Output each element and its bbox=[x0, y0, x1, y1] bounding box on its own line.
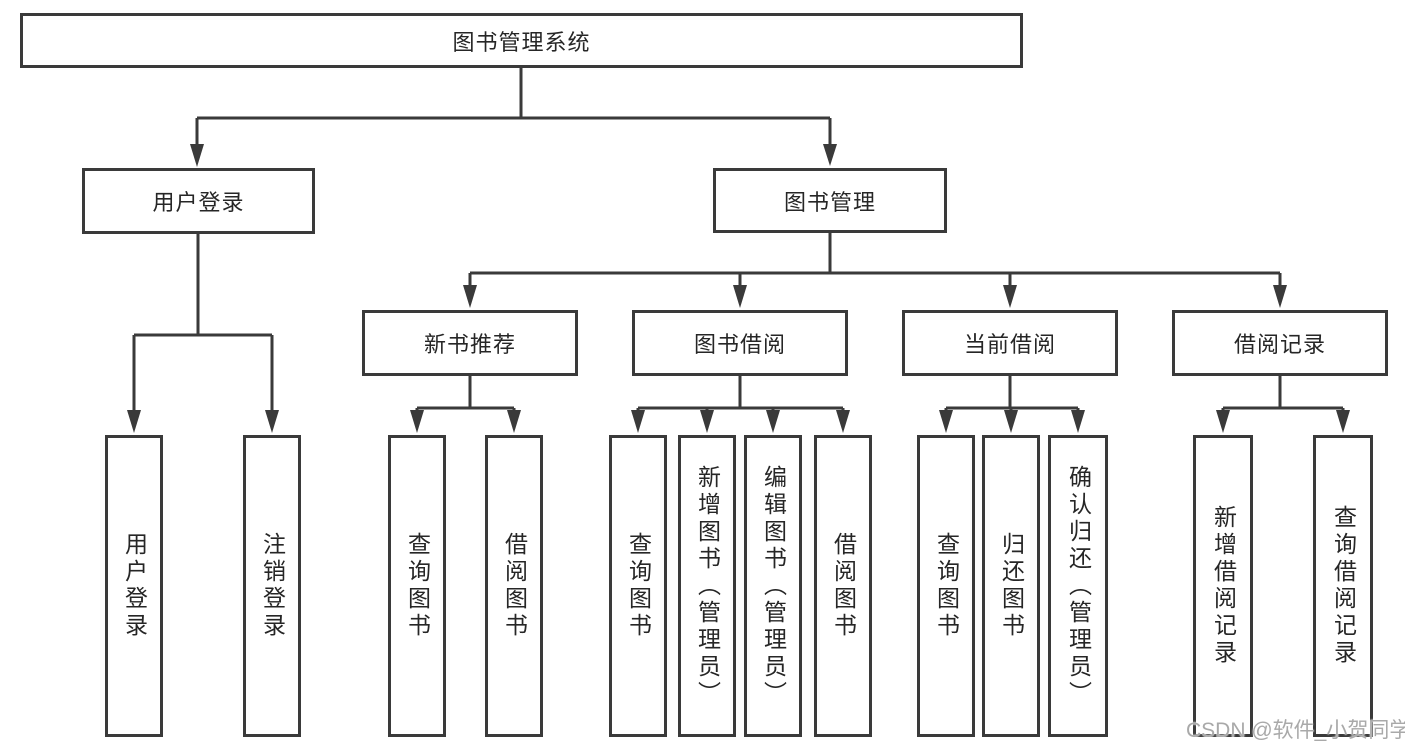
node-query-books-borrow: 查询图书 bbox=[609, 435, 667, 737]
arrowhead bbox=[1004, 410, 1018, 433]
arrowhead bbox=[700, 410, 714, 433]
arrowhead bbox=[823, 144, 837, 166]
arrowhead bbox=[939, 410, 953, 433]
node-borrow-books-recommend: 借阅图书 bbox=[485, 435, 543, 737]
arrowhead bbox=[733, 285, 747, 308]
node-query-borrow-record: 查询借阅记录 bbox=[1313, 435, 1373, 737]
csdn-watermark: CSDN @软件_小贺同学 bbox=[1186, 719, 1405, 742]
node-edit-books-admin: 编辑图书（管理员） bbox=[744, 435, 802, 737]
arrowhead bbox=[463, 285, 477, 308]
node-current-borrowing: 当前借阅 bbox=[902, 310, 1118, 376]
arrowhead bbox=[507, 410, 521, 433]
arrowhead bbox=[836, 410, 850, 433]
node-user-login-branch: 用户登录 bbox=[82, 168, 315, 234]
arrowhead bbox=[190, 144, 204, 167]
node-query-books-current: 查询图书 bbox=[917, 435, 975, 737]
node-user-login: 用户登录 bbox=[105, 435, 163, 737]
arrowhead bbox=[1273, 285, 1287, 308]
node-return-books: 归还图书 bbox=[982, 435, 1040, 737]
node-confirm-return-admin: 确认归还（管理员） bbox=[1048, 435, 1108, 737]
arrowhead bbox=[265, 410, 279, 433]
node-book-borrowing: 图书借阅 bbox=[632, 310, 848, 376]
node-borrow-books: 借阅图书 bbox=[814, 435, 872, 737]
arrowhead bbox=[631, 410, 645, 433]
arrowhead bbox=[1216, 410, 1230, 433]
node-borrowing-records: 借阅记录 bbox=[1172, 310, 1388, 376]
node-logout: 注销登录 bbox=[243, 435, 301, 737]
node-library-management-system: 图书管理系统 bbox=[20, 13, 1023, 68]
arrowhead bbox=[766, 410, 780, 433]
node-add-books-admin: 新增图书（管理员） bbox=[678, 435, 736, 737]
arrowhead bbox=[1003, 285, 1017, 308]
node-new-book-recommend: 新书推荐 bbox=[362, 310, 578, 376]
arrowhead bbox=[1071, 410, 1085, 433]
node-query-books-recommend: 查询图书 bbox=[388, 435, 446, 737]
arrowhead bbox=[1336, 410, 1350, 433]
arrowhead bbox=[127, 410, 141, 433]
arrowhead bbox=[410, 410, 424, 433]
node-book-management-branch: 图书管理 bbox=[713, 168, 947, 233]
node-add-borrow-record: 新增借阅记录 bbox=[1193, 435, 1253, 737]
